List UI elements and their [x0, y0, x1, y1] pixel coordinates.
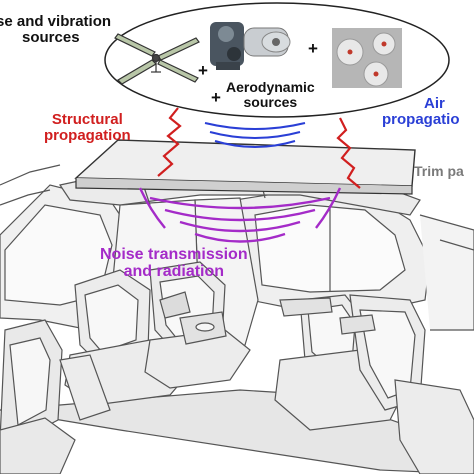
air-label: Air propagatio: [382, 95, 460, 129]
noise-tx-line2: and radiation: [123, 263, 225, 281]
trim-panel-edge: [75, 178, 413, 195]
engine-icon: [210, 22, 291, 70]
noise-transmission-label: Noise transmission and radiation: [100, 246, 248, 281]
noise-vibration-line1: se and vibration: [0, 13, 112, 30]
air-line1: Air: [424, 95, 445, 112]
trim-panel-label: Trim pa: [414, 163, 464, 179]
plus-sign: +: [198, 61, 208, 80]
air-line2: propagatio: [382, 111, 460, 129]
vibration-wave-icon: [157, 107, 361, 189]
noise-tx-line1: Noise transmission: [100, 246, 248, 263]
plus-sign: +: [211, 88, 221, 107]
structural-line1: Structural: [51, 111, 123, 128]
plus-sign: +: [308, 39, 318, 58]
seat-left-front: [0, 319, 76, 474]
structural-line2: propagation: [44, 127, 131, 145]
aerodynamic-label: Aerodynamic sources: [226, 79, 315, 111]
structural-label: Structural propagation: [44, 111, 131, 145]
rotor-icon: [114, 33, 200, 85]
gears-icon: [332, 28, 402, 88]
aerodynamic-line2: sources: [243, 94, 298, 111]
aerodynamic-line1: Aerodynamic: [226, 79, 315, 95]
sound-wave-icon: [204, 122, 306, 148]
seat-right: [274, 294, 474, 474]
center-console: [179, 297, 376, 345]
cabin-illustration: [0, 164, 474, 474]
noise-vibration-line2: sources: [22, 29, 80, 47]
noise-vibration-label: se and vibration sources: [0, 13, 112, 47]
radiation-waves: [138, 187, 342, 243]
